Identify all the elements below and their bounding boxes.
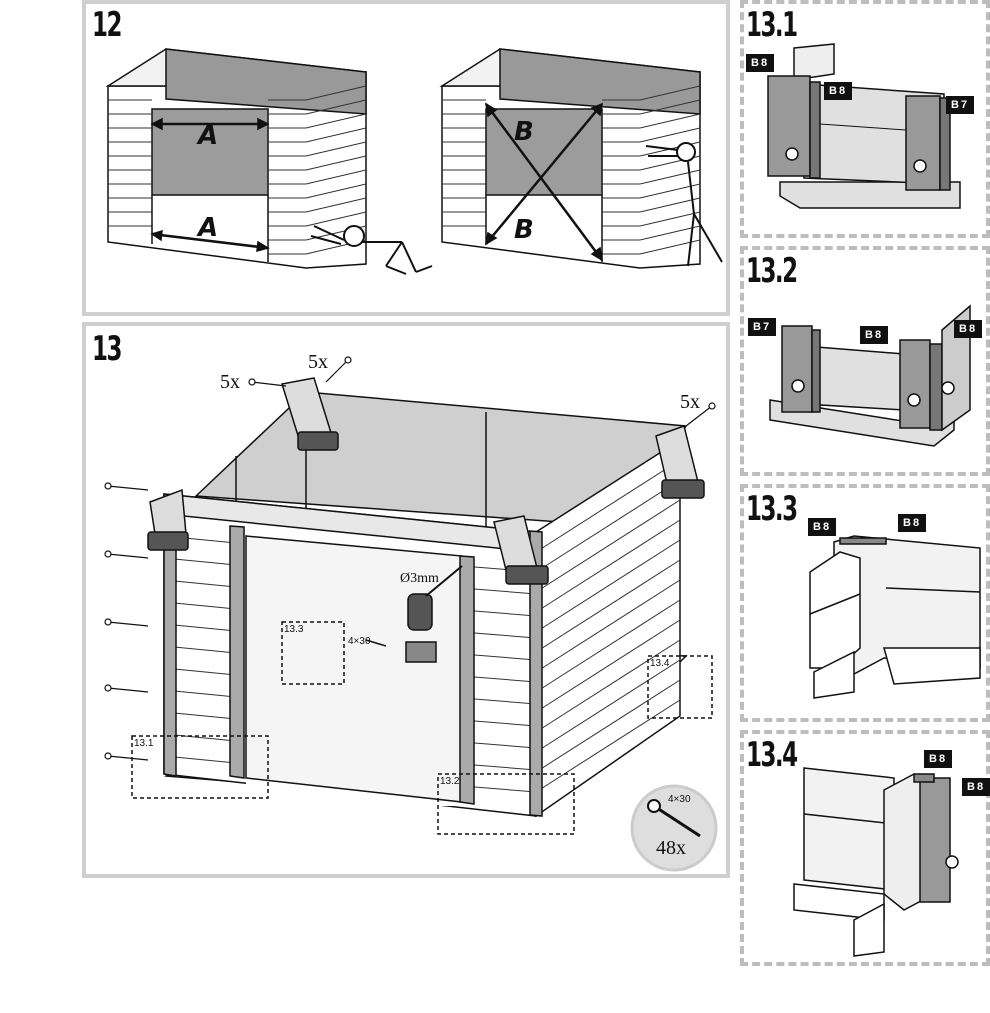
callout-13-2-label: 13.2 <box>440 776 460 787</box>
detail-13-1-panel: 13.1 B8 B8 B7 <box>740 0 990 238</box>
detail-13-1-illustration <box>767 43 961 209</box>
detail-13-3-panel: 13.3 B8 B8 <box>740 484 990 722</box>
step-12-number: 12 <box>92 5 122 45</box>
measure-a-bottom: A <box>196 213 218 243</box>
shed-square-check-a <box>105 48 433 275</box>
step-13-panel: 13 <box>82 322 730 878</box>
detail-13-3-illustration <box>809 535 981 699</box>
detail-13-4-number: 13.4 <box>746 735 798 775</box>
part-tag-b8: B8 <box>860 326 889 344</box>
measure-b-top: B <box>514 117 534 147</box>
qty-top-left: 5x <box>220 371 240 393</box>
detail-13-3-number: 13.3 <box>746 489 798 529</box>
callout-13-3-label: 13.3 <box>284 624 304 635</box>
detail-13-2-illustration <box>769 304 971 447</box>
detail-13-1-number: 13.1 <box>746 5 798 45</box>
measure-a-top: A <box>196 121 218 151</box>
part-tag-b8: B8 <box>824 82 853 100</box>
step-13-number: 13 <box>92 329 122 369</box>
drill-diameter-label: Ø3mm <box>400 571 439 586</box>
part-tag-b8: B8 <box>962 778 990 796</box>
part-tag-b7: B7 <box>748 318 777 336</box>
callout-13-1-label: 13.1 <box>134 738 154 749</box>
part-tag-b7: B7 <box>946 96 975 114</box>
detail-13-2-panel: 13.2 B7 B8 B8 <box>740 246 990 476</box>
step-12-panel: 12 <box>82 0 730 316</box>
part-tag-b8: B8 <box>924 750 953 768</box>
step-13-illustration: 5x 5x 5x Ø3mm 4×30 13.3 13.1 13.2 13.4 4… <box>104 351 718 872</box>
part-tag-b8: B8 <box>954 320 983 338</box>
detail-13-4-panel: 13.4 B8 B8 <box>740 730 990 966</box>
measure-b-bottom: B <box>514 215 534 245</box>
detail-13-2-number: 13.2 <box>746 251 798 291</box>
part-tag-b8: B8 <box>808 518 837 536</box>
qty-top-right: 5x <box>680 391 700 413</box>
part-tag-b8: B8 <box>746 54 775 72</box>
screw-size-label: 4×30 <box>348 636 371 647</box>
screw-badge-size: 4×30 <box>668 794 691 805</box>
part-tag-b8: B8 <box>898 514 927 532</box>
step-12-illustration: A A <box>105 48 723 275</box>
shed-square-check-b <box>439 48 723 269</box>
qty-top-mid: 5x <box>308 351 328 373</box>
detail-13-4-illustration <box>793 767 959 957</box>
screw-badge-qty: 48x <box>656 837 686 859</box>
callout-13-4-label: 13.4 <box>650 658 670 669</box>
